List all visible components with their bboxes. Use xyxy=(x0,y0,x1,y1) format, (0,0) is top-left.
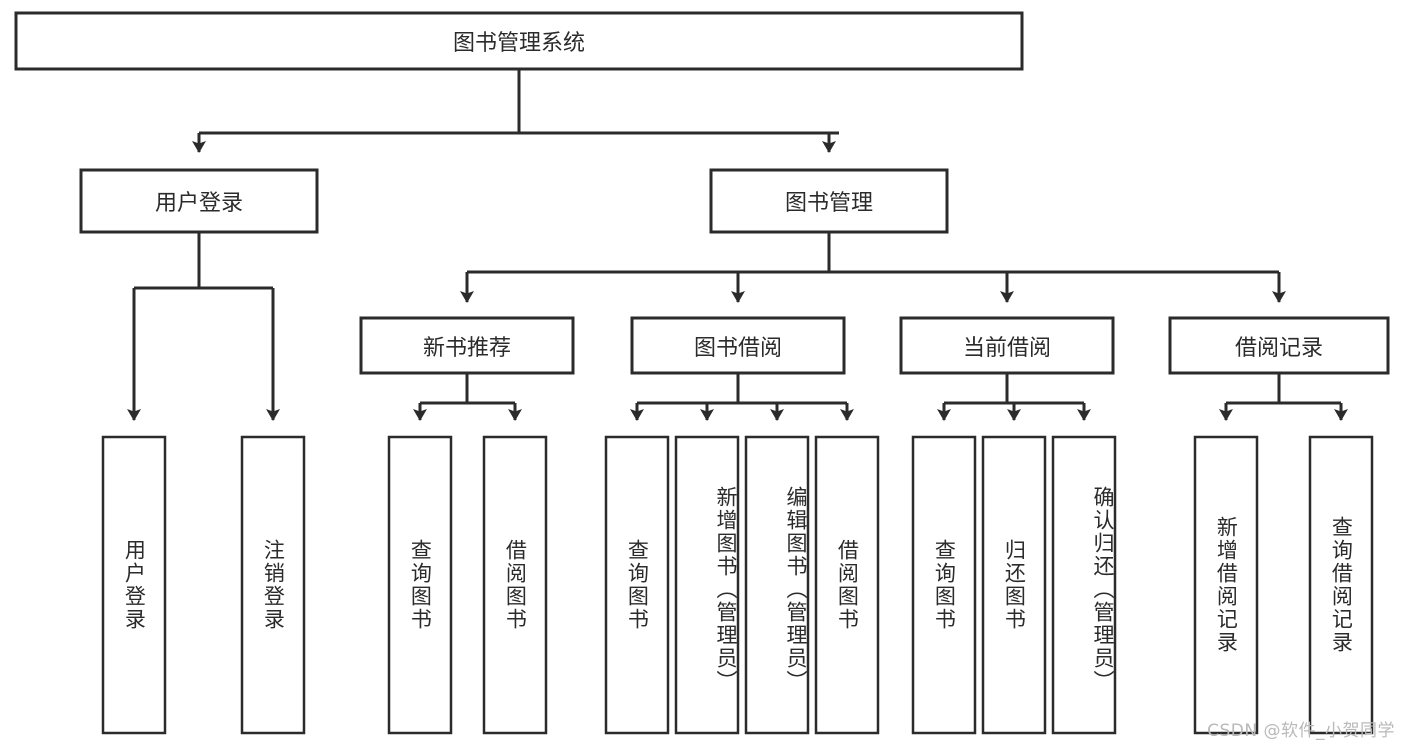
csdn-watermark: CSDN @软件_小贺同学 xyxy=(1207,721,1395,741)
node-leaf-user-login[interactable] xyxy=(101,435,167,735)
node-leaf-query-borrow-rec[interactable] xyxy=(1308,435,1374,735)
node-leaf-confirm-return[interactable] xyxy=(1051,435,1117,735)
node-new-book-recommend[interactable] xyxy=(359,316,575,375)
node-user-login[interactable] xyxy=(79,168,319,234)
node-book-borrow[interactable] xyxy=(630,316,846,375)
node-leaf-query-book-1[interactable] xyxy=(387,435,453,735)
node-leaf-user-logout[interactable] xyxy=(240,435,306,735)
connector-layer xyxy=(127,69,1348,421)
node-leaf-add-book[interactable] xyxy=(674,435,740,735)
node-leaf-query-book-2[interactable] xyxy=(604,435,670,735)
node-leaf-query-book-3[interactable] xyxy=(911,435,977,735)
node-leaf-borrow-book-2[interactable] xyxy=(814,435,880,735)
node-book-manage[interactable] xyxy=(709,168,949,234)
node-leaf-add-borrow-rec[interactable] xyxy=(1193,435,1259,735)
node-leaf-edit-book[interactable] xyxy=(744,435,810,735)
node-layer xyxy=(14,11,1390,735)
node-leaf-return-book[interactable] xyxy=(981,435,1047,735)
node-borrow-record[interactable] xyxy=(1168,316,1390,375)
node-current-borrow[interactable] xyxy=(899,316,1115,375)
node-leaf-borrow-book-1[interactable] xyxy=(482,435,548,735)
node-root[interactable] xyxy=(14,11,1024,71)
